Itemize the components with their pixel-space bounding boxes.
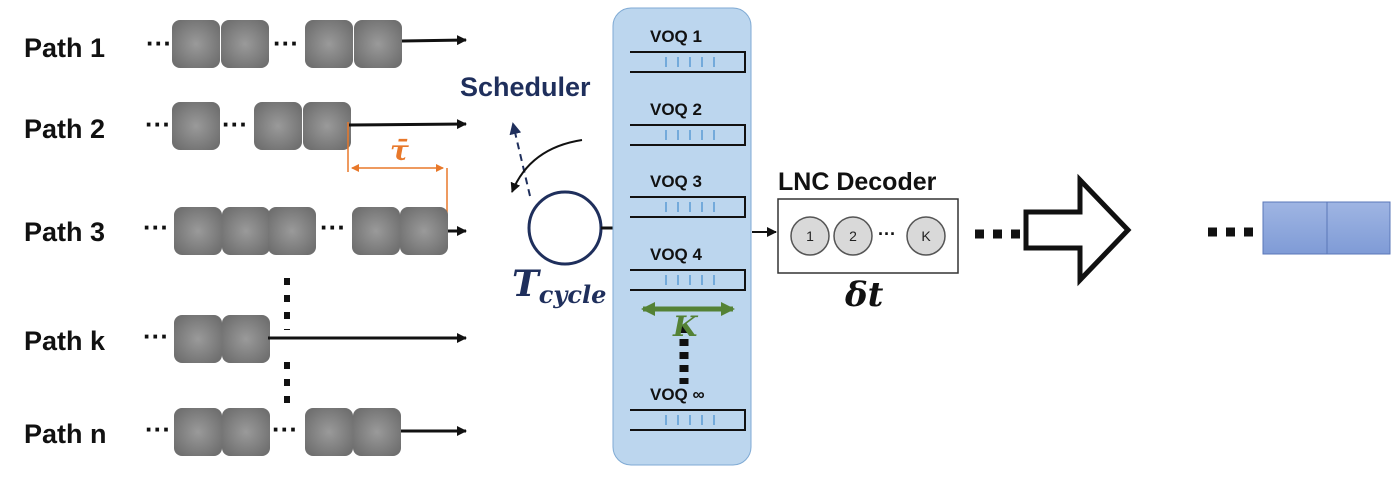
packet [353, 408, 401, 456]
path-3-dots-b: ··· [320, 212, 346, 242]
voq-queue-2 [630, 124, 746, 146]
packet [172, 102, 220, 150]
decoder-node-dots: ··· [878, 224, 896, 244]
path-1-dots-a: ··· [146, 28, 172, 58]
packet [221, 20, 269, 68]
path-2-label: Path 2 [24, 114, 105, 144]
scheduler-label: Scheduler [460, 72, 591, 102]
voq-label-1: VOQ 1 [650, 27, 702, 46]
voq-label-5: VOQ ∞ [650, 385, 705, 404]
path-n-dots-b: ··· [272, 414, 298, 444]
voq-queue-1 [630, 51, 746, 73]
scheduler-cycle-circle [527, 190, 603, 266]
voq-label-2: VOQ 2 [650, 100, 702, 119]
decoder-node-k-label: K [921, 228, 931, 244]
path-1-arrow [401, 35, 467, 46]
voq-queue-3 [630, 196, 746, 218]
path-k-label: Path k [24, 326, 106, 356]
output-block [1326, 201, 1391, 255]
decoder-node-2 [833, 216, 873, 256]
packet [222, 408, 270, 456]
path-3-label: Path 3 [24, 217, 105, 247]
path-n-label: Path n [24, 419, 107, 449]
packet [254, 102, 302, 150]
voq-rows: VOQ 1 VOQ 2 VOQ 3 VOQ 4 VOQ ∞ [630, 27, 746, 431]
packet [305, 20, 353, 68]
path-2-dots-b: ··· [222, 109, 248, 139]
decoder-delay-label: δt [844, 275, 884, 315]
voq-queue-5 [630, 409, 746, 431]
path-3-dots-a: ··· [143, 212, 169, 242]
t-cycle-symbol: T [512, 263, 541, 305]
packet [354, 20, 402, 68]
decoder-node-1-label: 1 [806, 228, 814, 244]
k-label: K [672, 310, 699, 343]
path-2-dots-a: ··· [145, 109, 171, 139]
packet [352, 207, 400, 255]
path-n-dots-a: ··· [145, 414, 171, 444]
packet [174, 207, 222, 255]
packet [222, 315, 270, 363]
decoder-node-2-label: 2 [849, 228, 857, 244]
t-cycle-subscript: cycle [539, 280, 607, 309]
decoder-node-k [906, 216, 946, 256]
rotation-arrow [510, 139, 583, 193]
decoder-node-1 [790, 216, 830, 256]
voq-panel [612, 7, 752, 466]
path-1-dots-b: ··· [273, 28, 299, 58]
path-2-arrow [348, 119, 467, 130]
packet [174, 315, 222, 363]
path-1-label: Path 1 [24, 33, 105, 63]
packet [400, 207, 448, 255]
path-k-dots: ··· [143, 321, 169, 351]
t-cycle-label: Tcycle [512, 263, 606, 309]
packet [172, 20, 220, 68]
packet [174, 408, 222, 456]
tau-label: τ̄ [390, 134, 409, 167]
voq-label-4: VOQ 4 [650, 245, 703, 264]
packet [268, 207, 316, 255]
packet [305, 408, 353, 456]
packet [222, 207, 270, 255]
decoder-title: LNC Decoder [778, 168, 937, 196]
output-block [1262, 201, 1328, 255]
scheduler-dashed-arrow [509, 122, 531, 197]
voq-label-3: VOQ 3 [650, 172, 702, 191]
voq-queue-4 [630, 269, 746, 291]
output-block-arrow [1023, 173, 1132, 287]
packet [303, 102, 351, 150]
